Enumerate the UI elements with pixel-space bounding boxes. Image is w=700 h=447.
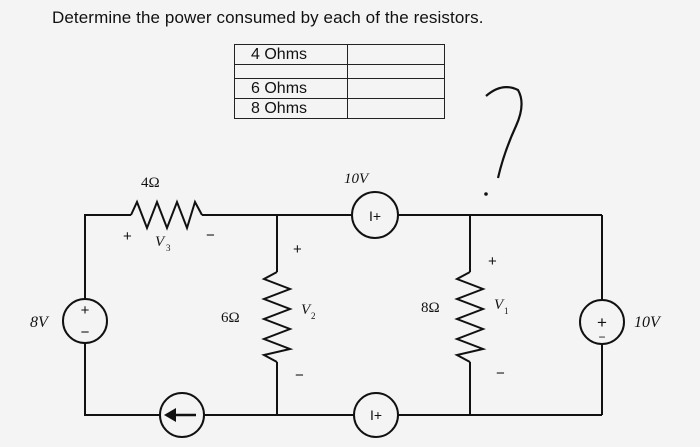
resistor-4ohm-value: 4Ω [141,175,160,191]
resistor-8ohm-voltage: V [494,297,505,313]
resistor-8ohm [454,271,487,363]
table-row: 4 Ohms [234,44,445,65]
handwritten-question-mark [484,85,523,196]
row-label-4ohm: 4 Ohms [234,44,348,65]
row-value-8ohm[interactable] [347,98,445,119]
resistor-6ohm-voltage: V [301,302,312,318]
source-bottom [353,392,399,438]
voltage-source-8v [62,298,108,344]
resistor-6ohm-value: 6Ω [221,310,240,326]
resistor-6ohm [261,271,294,363]
voltage-source-right-10v [579,299,625,345]
table-row-gap [234,64,445,79]
source-left-plus: + [81,302,90,319]
resistor-8ohm-value: 8Ω [421,300,440,316]
resistor-6ohm-plus: + [293,241,302,258]
resistor-4ohm-voltage-sub: 3 [166,243,171,253]
resistor-8ohm-minus: − [496,365,505,382]
question-text: Determine the power consumed by each of … [52,8,484,27]
resistor-4ohm [130,199,203,232]
table-row: 8 Ohms [234,98,445,119]
row-label-8ohm: 8 Ohms [234,98,348,119]
table-row: 6 Ohms [234,78,445,99]
resistor-4ohm-plus: + [123,228,132,245]
resistor-4ohm-voltage: V [155,234,166,250]
voltage-source-top-10v [351,191,399,239]
answer-table: 4 Ohms 6 Ohms 8 Ohms [234,44,445,119]
source-top-value: 10V [344,171,370,187]
resistor-8ohm-plus: + [488,253,497,270]
row-value-4ohm[interactable] [347,44,445,65]
source-left-minus: − [81,324,90,341]
source-bottom-marking: I+ [370,407,382,423]
source-right-minus: − [598,330,605,344]
source-top-marking: I+ [369,208,381,224]
resistor-8ohm-voltage-sub: 1 [504,306,509,316]
arrowhead-icon [164,408,176,422]
source-right-value: 10V [634,314,662,331]
source-right-plus: + [597,313,607,332]
resistor-6ohm-minus: − [295,367,304,384]
resistor-6ohm-voltage-sub: 2 [311,311,316,321]
resistor-4ohm-minus: − [206,227,215,244]
source-left-value: 8V [30,314,50,331]
